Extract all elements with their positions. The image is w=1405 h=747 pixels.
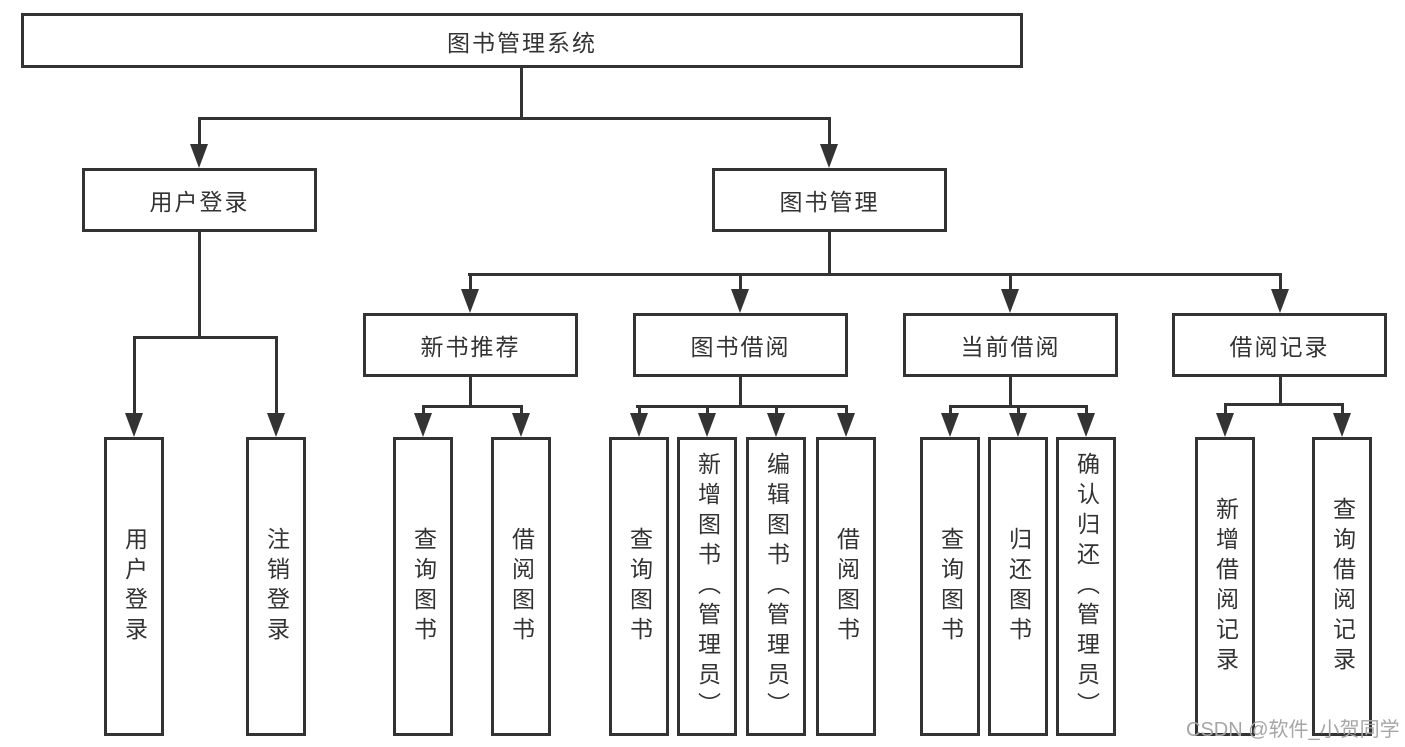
arrow-down-icon [941,413,959,437]
connector-line [1224,403,1344,406]
node-label: 归还图书 [1005,526,1032,647]
connector-line [275,336,278,421]
connector-line [636,405,848,408]
leaf-return-book: 归还图书 [988,437,1048,736]
leaf-user-login: 用户登录 [104,437,164,736]
leaf-borrow-books: 借阅图书 [491,437,551,736]
connector-line [198,117,831,120]
node-label: 新增借阅记录 [1212,496,1239,677]
arrow-down-icon [820,144,838,168]
arrow-down-icon [1271,289,1289,313]
leaf-borrow-books-2: 借阅图书 [816,437,876,736]
leaf-query-books-3: 查询图书 [920,437,980,736]
leaf-query-books-2: 查询图书 [609,437,669,736]
arrow-down-icon [1077,413,1095,437]
connector-line [739,273,742,303]
node-label: 确认归还（管理员） [1073,451,1100,722]
connector-line [469,377,472,408]
arrow-down-icon [731,289,749,313]
arrow-down-icon [512,413,530,437]
arrow-down-icon [414,413,432,437]
connector-line [422,405,523,408]
arrow-down-icon [630,413,648,437]
node-book-borrowing: 图书借阅 [633,313,848,377]
leaf-edit-book-admin: 编辑图书（管理员） [746,437,806,736]
node-label: 编辑图书（管理员） [763,451,790,722]
arrow-down-icon [125,413,143,437]
csdn-watermark: CSDN @软件_小贺同学 [1186,719,1400,741]
connector-line [198,232,201,339]
connector-line [1279,377,1282,406]
node-label: 新书推荐 [420,334,521,360]
leaf-add-book-admin: 新增图书（管理员） [677,437,737,736]
arrow-down-icon [837,413,855,437]
node-label: 用户登录 [149,189,250,215]
arrow-down-icon [767,413,785,437]
node-label: 借阅图书 [833,526,860,647]
connector-line [1279,273,1282,303]
node-borrow-records: 借阅记录 [1172,313,1387,377]
node-label: 图书借阅 [690,334,791,360]
connector-line [828,117,831,153]
arrow-down-icon [190,144,208,168]
leaf-add-borrow-record: 新增借阅记录 [1195,437,1255,736]
leaf-logout: 注销登录 [246,437,306,736]
connector-line [133,336,136,421]
node-label: 查询图书 [410,526,437,647]
node-label: 查询图书 [626,526,653,647]
node-library-system: 图书管理系统 [21,13,1023,68]
node-label: 借阅图书 [508,526,535,647]
arrow-down-icon [1001,289,1019,313]
node-label: 查询借阅记录 [1329,496,1356,677]
connector-line [468,273,1282,276]
node-label: 当前借阅 [960,334,1061,360]
node-label: 图书管理 [779,189,880,215]
connector-line [133,336,278,339]
arrow-down-icon [267,413,285,437]
node-user-login: 用户登录 [82,168,317,232]
leaf-query-borrow-record: 查询借阅记录 [1312,437,1372,736]
connector-line [520,68,523,120]
node-book-management: 图书管理 [712,168,947,232]
arrow-down-icon [1009,413,1027,437]
arrow-down-icon [461,289,479,313]
node-label: 借阅记录 [1229,334,1330,360]
connector-line [198,117,201,153]
connector-line [469,273,472,303]
connector-line [1009,273,1012,303]
node-new-book-recommend: 新书推荐 [363,313,578,377]
leaf-confirm-return-admin: 确认归还（管理员） [1056,437,1116,736]
leaf-query-books: 查询图书 [393,437,453,736]
node-label: 用户登录 [121,526,148,647]
connector-line [1009,377,1012,408]
connector-line [828,232,831,276]
node-label: 图书管理系统 [447,29,597,56]
arrow-down-icon [1333,413,1351,437]
node-label: 注销登录 [263,526,290,647]
connector-line [739,377,742,408]
node-label: 新增图书（管理员） [694,451,721,722]
node-current-borrowing: 当前借阅 [903,313,1118,377]
arrow-down-icon [1216,413,1234,437]
node-label: 查询图书 [937,526,964,647]
arrow-down-icon [698,413,716,437]
